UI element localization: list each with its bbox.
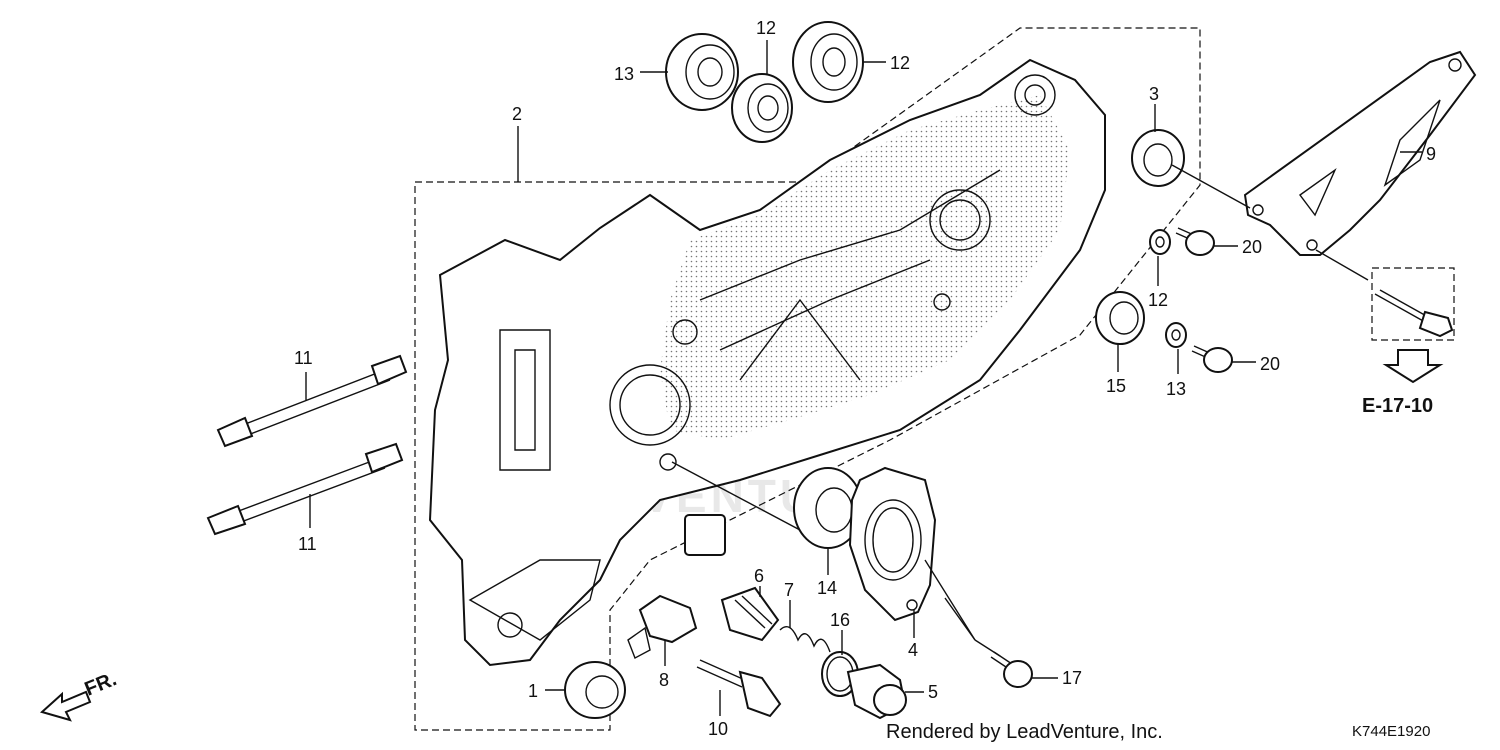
bolt-19[interactable]: [990, 651, 1033, 688]
cover-4[interactable]: [848, 466, 937, 622]
oil-seal-16[interactable]: [671, 461, 863, 549]
washer-12-lower[interactable]: [1165, 322, 1187, 348]
reference-bolt-box: [1371, 267, 1455, 341]
callout-15: 13: [614, 64, 634, 84]
assembly-boundary: [414, 27, 1201, 731]
callout-1: 1: [528, 681, 538, 701]
callout-20-upper: 20: [1242, 237, 1262, 257]
plug-5[interactable]: [846, 663, 907, 720]
oil-seal-17[interactable]: [1095, 291, 1145, 345]
bearing-15[interactable]: [665, 33, 739, 111]
render-credit: Rendered by LeadVenture, Inc.: [886, 721, 1163, 743]
callout-labels: 13 12 12 2 3 9 12 20 13 20 15 11 11 14 4…: [294, 18, 1436, 739]
callout-13: 12: [756, 18, 776, 38]
callout-8: 8: [659, 670, 669, 690]
callout-19: 17: [1062, 668, 1082, 688]
bushing-3[interactable]: [1131, 129, 1185, 187]
reference-code: E-17-10: [1362, 395, 1433, 417]
bolt-20-upper[interactable]: [1175, 227, 1215, 256]
clip-8[interactable]: [627, 594, 698, 659]
callout-6: 6: [754, 566, 764, 586]
left-crankcase[interactable]: [428, 58, 1106, 667]
callout-10: 10: [708, 719, 728, 739]
shaft-10[interactable]: [696, 659, 782, 718]
callout-20-lower: 20: [1260, 354, 1280, 374]
callout-5: 5: [928, 682, 938, 702]
callout-16: 14: [817, 578, 837, 598]
callout-3: 3: [1149, 84, 1159, 104]
callout-4: 4: [908, 640, 918, 660]
callout-12-upper: 12: [1148, 290, 1168, 310]
washer-12-upper[interactable]: [1149, 229, 1171, 255]
bearing-14[interactable]: [792, 21, 864, 103]
spring-7[interactable]: [779, 626, 831, 653]
reference-arrow: [1382, 349, 1444, 384]
leader-lines: [305, 40, 1422, 716]
callout-12-lower: 13: [1166, 379, 1186, 399]
bearing-13[interactable]: [731, 73, 793, 143]
bolt-20-lower[interactable]: [1191, 345, 1233, 373]
stud-11-lower[interactable]: [206, 442, 404, 536]
front-direction-label: FR.: [82, 668, 120, 700]
callout-2: 2: [512, 104, 522, 124]
strainer-6[interactable]: [720, 586, 780, 642]
callout-7: 7: [784, 580, 794, 600]
front-direction-arrow: FR.: [39, 668, 120, 722]
bracket-9[interactable]: [1171, 50, 1477, 281]
callout-18: 16: [830, 610, 850, 630]
diagram-code: K744E1920: [1352, 723, 1430, 740]
bearing-1[interactable]: [564, 661, 626, 719]
callout-14: 12: [890, 53, 910, 73]
callout-9: 9: [1426, 144, 1436, 164]
stud-11-upper[interactable]: [216, 354, 408, 448]
callout-17: 15: [1106, 376, 1126, 396]
callout-11-lower: 11: [298, 534, 317, 554]
callout-11-upper: 11: [294, 348, 313, 368]
